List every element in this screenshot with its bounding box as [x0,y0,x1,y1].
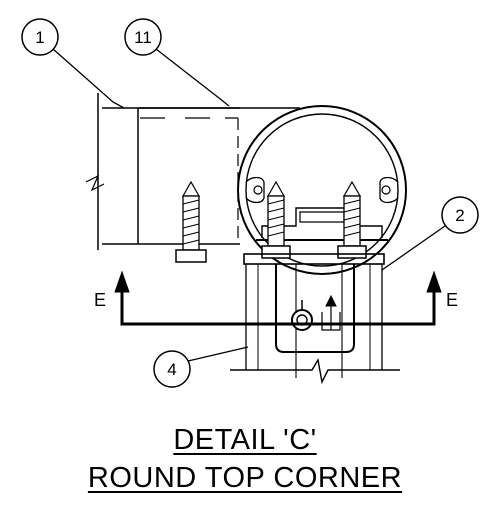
detail-title: DETAIL 'C' [173,424,317,456]
screw-center-right [337,180,367,259]
inner-post [275,264,355,378]
callout-1-label: 1 [35,28,44,47]
screw-left [175,180,207,263]
callout-4-label: 4 [167,360,176,379]
post-bracket [245,264,383,370]
section-cut-line [114,270,442,326]
callout-11: 11 [124,18,230,107]
base-plate [243,253,385,265]
callout-2: 2 [381,196,479,271]
wall-post-section [85,93,240,250]
callout-2-label: 2 [455,206,464,225]
section-marker-right: E [446,290,458,310]
detail-subtitle: ROUND TOP CORNER [87,462,403,494]
section-marker-left: E [94,290,106,310]
bottom-break-line [230,358,400,385]
callout-4: 4 [153,346,249,388]
callout-1: 1 [21,18,125,109]
screw-center-left [261,180,291,259]
callout-11-label: 11 [134,28,152,47]
